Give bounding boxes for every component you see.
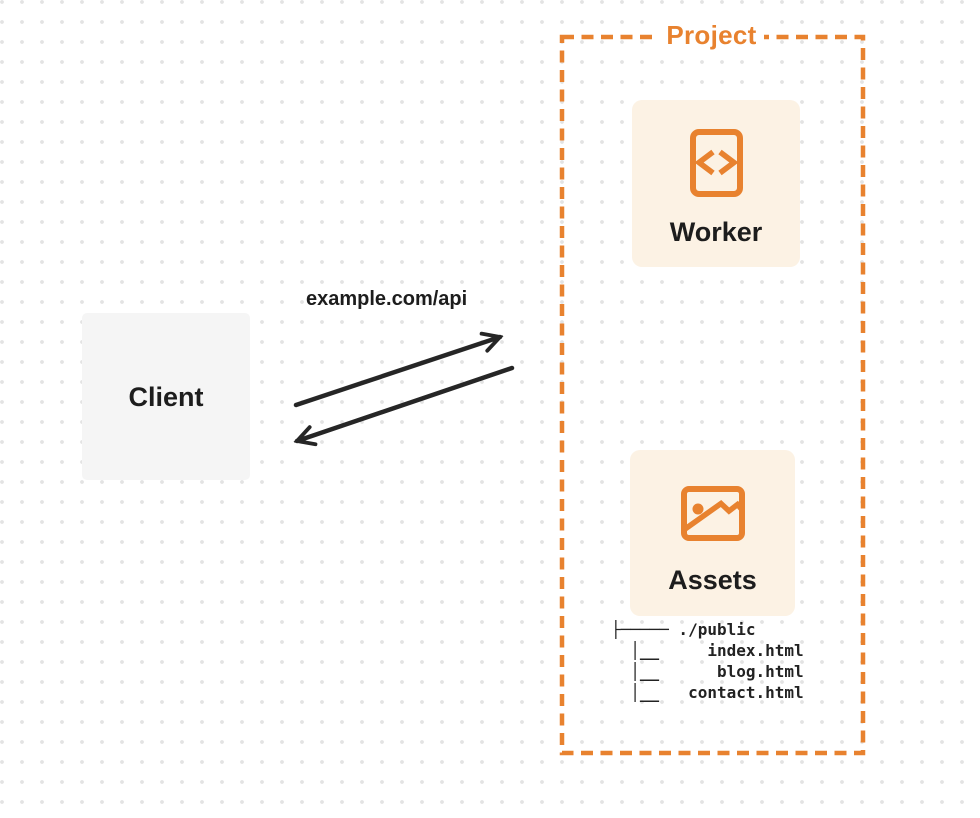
project-label: Project [560, 20, 863, 50]
request-arrow [293, 337, 500, 408]
assets-label: Assets [668, 565, 757, 595]
client-label: Client [128, 381, 204, 412]
response-arrow [297, 365, 515, 441]
file-tree: ├───── ./public │__ index.html │__ blog.… [611, 620, 804, 702]
worker-node: Worker [632, 100, 800, 267]
request-url-label: example.com/api [306, 288, 468, 310]
code-icon [689, 129, 743, 197]
worker-label: Worker [669, 217, 763, 247]
project-label-text: Project [659, 20, 764, 50]
image-icon [680, 486, 745, 541]
client-node: Client [82, 313, 250, 480]
assets-node: Assets [630, 450, 795, 616]
